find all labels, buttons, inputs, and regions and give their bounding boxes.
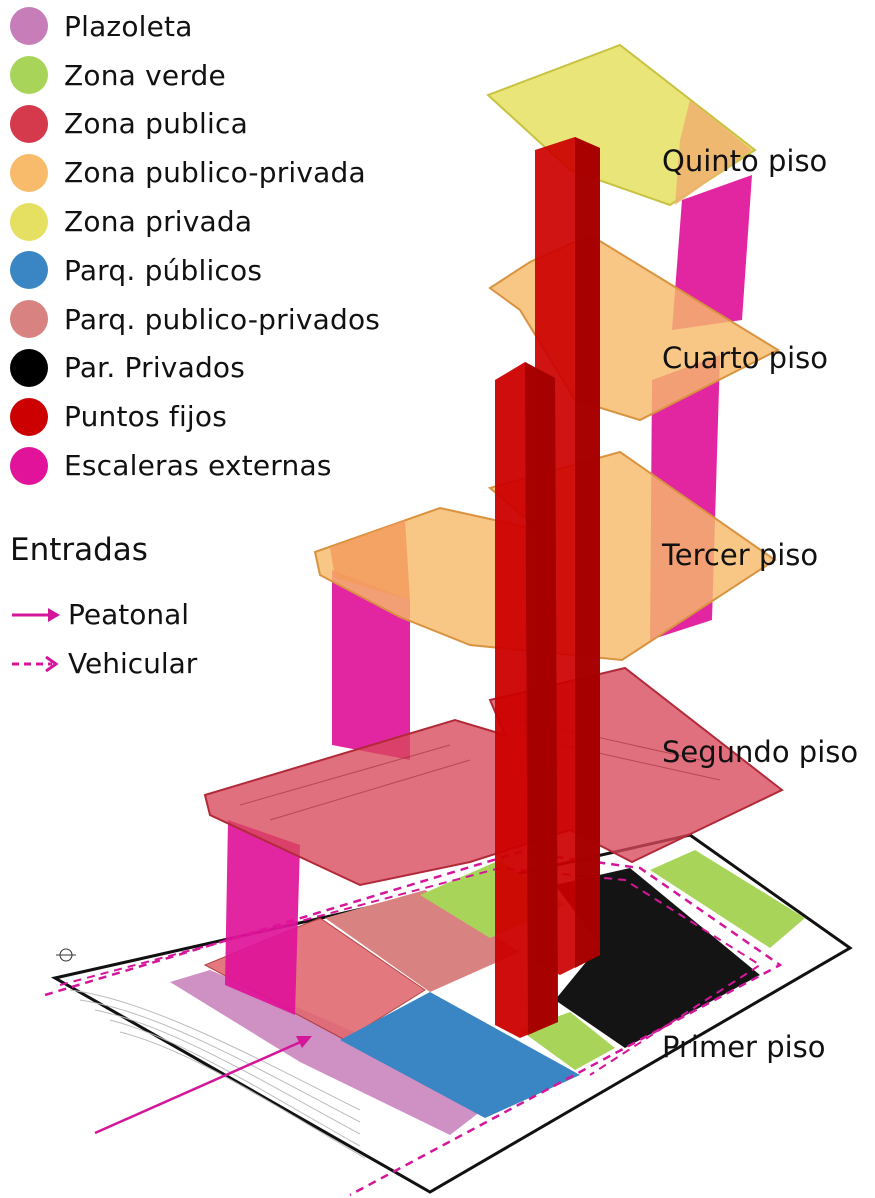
vehicular-label: Vehicular <box>68 647 198 680</box>
parq-publicos-zone <box>340 992 580 1118</box>
legend-label: Zona privada <box>64 205 253 239</box>
legend-label: Zona verde <box>64 58 226 92</box>
legend-item-parq-publicos: Parq. públicos <box>10 246 430 295</box>
escaleras-externas-swatch <box>10 446 48 485</box>
floor-label-primer: Primer piso <box>662 1030 826 1064</box>
legend-label: Plazoleta <box>64 9 193 43</box>
legend-label: Zona publica <box>64 107 248 141</box>
punto-fijo-short <box>495 362 558 1038</box>
zona-publico-privada-swatch <box>10 153 48 192</box>
vehicular-route <box>44 850 783 1197</box>
escalera-externa-2 <box>332 570 410 760</box>
solid-arrow-icon <box>12 607 60 622</box>
legend-item-par-privados: Par. Privados <box>10 344 430 393</box>
legend-label: Par. Privados <box>64 351 246 385</box>
north-symbol <box>56 948 76 962</box>
legend-item-plazoleta: Plazoleta <box>10 2 430 51</box>
legend-item-escaleras-externas: Escaleras externas <box>10 441 430 490</box>
parq-publico-privados-swatch <box>10 300 48 339</box>
entry-peatonal: Peatonal <box>10 598 189 631</box>
par-privados-zone <box>555 868 760 1048</box>
puntos-fijos-swatch <box>10 397 48 436</box>
legend-item-zona-publico-privada: Zona publico-privada <box>10 148 430 197</box>
vehicular-route-inner <box>59 866 762 1076</box>
floor-label-cuarto: Cuarto piso <box>662 341 828 375</box>
legend-item-zona-verde: Zona verde <box>10 51 430 100</box>
parq-publico-privados-zone <box>325 890 520 992</box>
legend-item-zona-privada: Zona privada <box>10 197 430 246</box>
floor-label-quinto: Quinto piso <box>662 144 828 178</box>
legend-label: Puntos fijos <box>64 400 228 434</box>
zona-publica-swatch <box>10 104 48 143</box>
zona-verde-swatch <box>10 56 48 95</box>
tercer-piso-accent <box>330 520 410 600</box>
peatonal-entry-arrow <box>94 1036 312 1135</box>
legend-label: Parq. públicos <box>64 253 263 287</box>
legend-label: Escaleras externas <box>64 449 332 483</box>
legend-item-zona-publica: Zona publica <box>10 100 430 149</box>
legend-item-parq-publico-privados: Parq. publico-privados <box>10 295 430 344</box>
legend-item-puntos-fijos: Puntos fijos <box>10 392 430 441</box>
floor-label-segundo: Segundo piso <box>662 735 859 769</box>
dashed-arrow-icon <box>12 655 59 672</box>
parq-publicos-swatch <box>10 251 48 290</box>
quinto-piso-accent <box>675 100 752 205</box>
zona-verde-3 <box>650 850 805 948</box>
entradas-title: Entradas <box>10 532 148 568</box>
entry-vehicular: Vehicular <box>10 647 197 680</box>
escalera-externa-4 <box>672 175 752 330</box>
par-privados-swatch <box>10 348 48 387</box>
plazoleta-swatch <box>10 7 48 46</box>
zona-privada-swatch <box>10 202 48 241</box>
plazoleta-zone <box>170 970 485 1135</box>
peatonal-label: Peatonal <box>68 598 190 631</box>
escalera-externa-1 <box>225 820 300 1015</box>
floor-label-tercer: Tercer piso <box>662 538 819 572</box>
legend-label: Parq. publico-privados <box>64 302 381 336</box>
legend: Plazoleta Zona verde Zona publica Zona p… <box>10 2 430 490</box>
legend-label: Zona publico-privada <box>64 156 366 190</box>
